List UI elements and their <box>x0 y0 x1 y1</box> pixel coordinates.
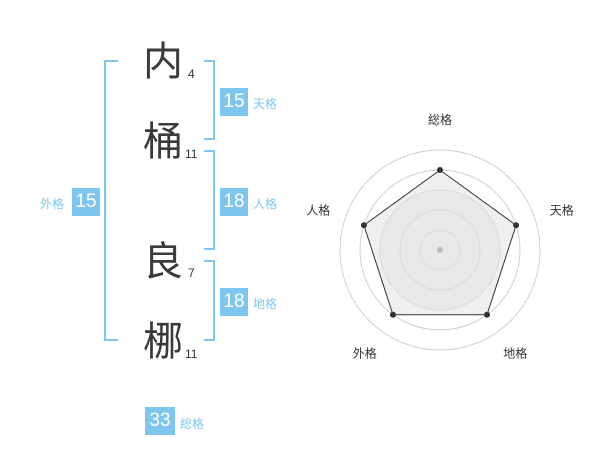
name-char-3: 良 <box>143 239 183 285</box>
name-char-2: 桶 <box>143 119 183 165</box>
jinkaku-value: 18 <box>220 188 248 216</box>
gaikaku-label: 外格 <box>40 197 65 211</box>
radar-axis-label-2: 地格 <box>503 346 527 361</box>
jinkaku-bracket <box>204 150 215 250</box>
gaikaku-bracket <box>104 60 118 341</box>
radar-center-dot <box>437 247 443 253</box>
radar-axis-label-0: 総格 <box>428 112 452 127</box>
jinkaku-label: 人格 <box>253 197 278 211</box>
tenkaku-bracket <box>204 60 215 140</box>
stroke-count-3: 7 <box>188 266 195 280</box>
name-char-4: 梛 <box>143 319 183 365</box>
radar-axis-label-4: 人格 <box>306 202 330 217</box>
radar-point-2 <box>484 311 491 318</box>
radar-axis-label-1: 天格 <box>550 202 574 217</box>
soukaku-value: 33 <box>145 407 175 435</box>
radar-series-polygon <box>363 169 517 316</box>
stroke-count-2: 11 <box>185 147 198 161</box>
stroke-count-1: 4 <box>188 67 195 81</box>
chikaku-label: 地格 <box>253 297 278 311</box>
radar-axis-label-3: 外格 <box>353 346 377 361</box>
soukaku-label: 総格 <box>180 417 205 431</box>
radar-point-3 <box>389 311 396 318</box>
tenkaku-value: 15 <box>220 88 248 116</box>
tenkaku-label: 天格 <box>253 97 278 111</box>
chikaku-value: 18 <box>220 288 248 316</box>
stroke-count-4: 11 <box>185 347 198 361</box>
radar-point-0 <box>437 167 443 173</box>
radar-point-1 <box>513 222 520 229</box>
name-char-1: 内 <box>143 39 183 85</box>
radar-point-4 <box>360 222 367 229</box>
chikaku-bracket <box>204 260 215 341</box>
gaikaku-value: 15 <box>72 188 100 216</box>
